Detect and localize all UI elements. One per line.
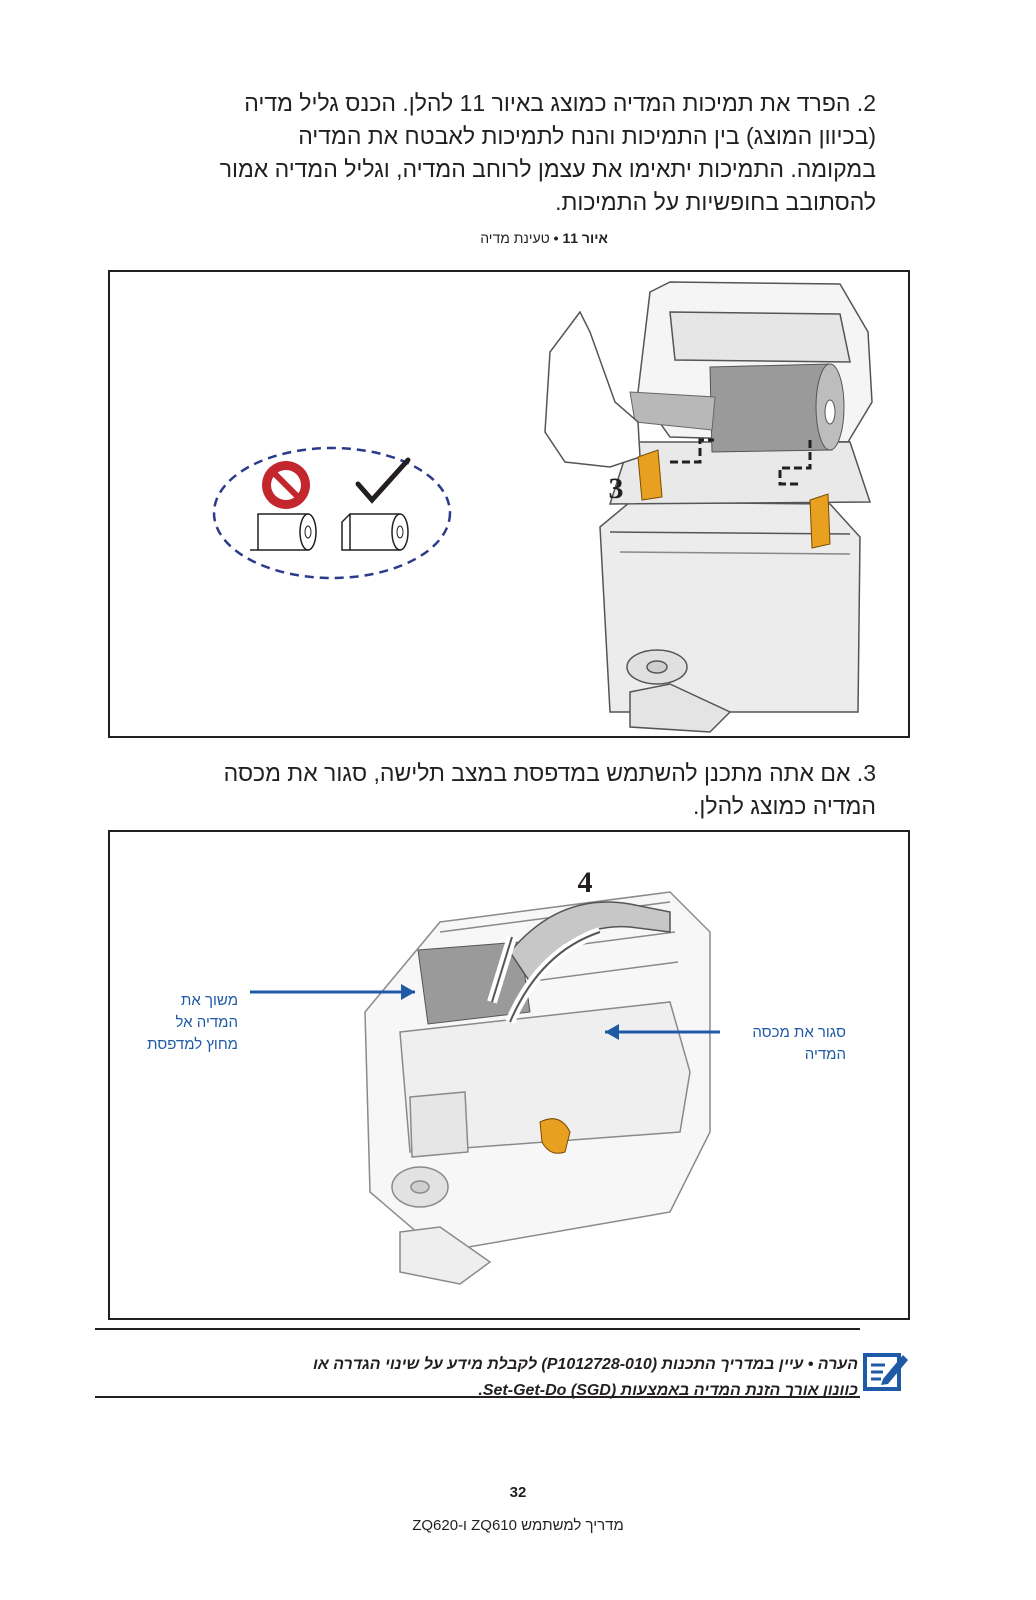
figure-title: טעינת מדיה xyxy=(480,230,550,246)
media-orientation-diagram xyxy=(212,446,452,580)
step-2-line: במקומה. התמיכות יתאימו את עצמן לרוחב המד… xyxy=(219,156,876,182)
step-3-line: 3. אם אתה מתכנן להשתמש במדפסת במצב תלישה… xyxy=(223,760,876,786)
wrong-orientation-roll xyxy=(250,513,317,551)
pull-media-callout: משוך את המדיה אל מחוץ למדפסת xyxy=(147,990,238,1056)
latch-highlight xyxy=(539,1118,571,1154)
note-pencil-icon xyxy=(863,1353,908,1391)
note-bottom-rule xyxy=(95,1396,860,1398)
callout-line: משוך את xyxy=(181,992,238,1009)
figure-label: איור 11 xyxy=(562,230,608,246)
figure-tear-off-mode: 4 משוך את המדיה אל מחוץ למדפסת סגור את מ… xyxy=(108,830,910,1320)
step-2-line: להסתובב בחופשיות על התמיכות. xyxy=(555,189,876,215)
callout-line: המדיה xyxy=(804,1046,846,1063)
step-3-line: המדיה כמוצג להלן. xyxy=(693,793,876,819)
right-media-holder xyxy=(809,493,831,549)
step-2-line: 2. הפרד את תמיכות המדיה כמוצג באיור 11 ל… xyxy=(244,90,876,116)
printer-open xyxy=(599,281,873,733)
figure-11-load-media: 3 xyxy=(108,270,910,738)
close-cover-callout: סגור את מכסה המדיה xyxy=(752,1022,846,1066)
step-2-line: (בכיוון המוצג) בין התמיכות והנח לתמיכות … xyxy=(298,123,876,149)
note-text: הערה • עיין במדריך התכנות (P1012728-010)… xyxy=(138,1352,858,1404)
callout-number-4: 4 xyxy=(578,866,593,899)
callout-number-3: 3 xyxy=(609,472,624,505)
printer-closing-illustration: 4 xyxy=(250,866,720,1285)
correct-orientation-roll xyxy=(341,513,409,551)
step-2-text: 2. הפרד את תמיכות המדיה כמוצג באיור 11 ל… xyxy=(156,87,876,219)
step-3-text: 3. אם אתה מתכנן להשתמש במדפסת במצב תלישה… xyxy=(156,757,876,823)
checkmark-icon xyxy=(355,457,411,504)
callout-line: המדיה אל xyxy=(175,1014,238,1031)
media-roll xyxy=(629,363,845,453)
figure-11-caption: איור 11 • טעינת מדיה xyxy=(480,230,608,246)
caption-separator: • xyxy=(549,230,563,246)
callout-line: מחוץ למדפסת xyxy=(147,1036,238,1053)
prohibited-icon xyxy=(262,461,310,509)
page-number: 32 xyxy=(509,1484,527,1501)
note-top-rule xyxy=(95,1328,860,1330)
callout-line: סגור את מכסה xyxy=(752,1024,846,1041)
note-line: כוונון אורך הזנת המדיה באמצעות Set-Get-D… xyxy=(478,1382,858,1399)
note-line: הערה • עיין במדריך התכנות (P1012728-010)… xyxy=(313,1356,858,1373)
manual-title: מדריך למשתמש ZQ610 ו-ZQ620 xyxy=(412,1517,624,1534)
printer-open-illustration: 3 xyxy=(212,281,873,733)
left-media-holder xyxy=(637,449,663,501)
hand-illustration xyxy=(544,310,641,468)
